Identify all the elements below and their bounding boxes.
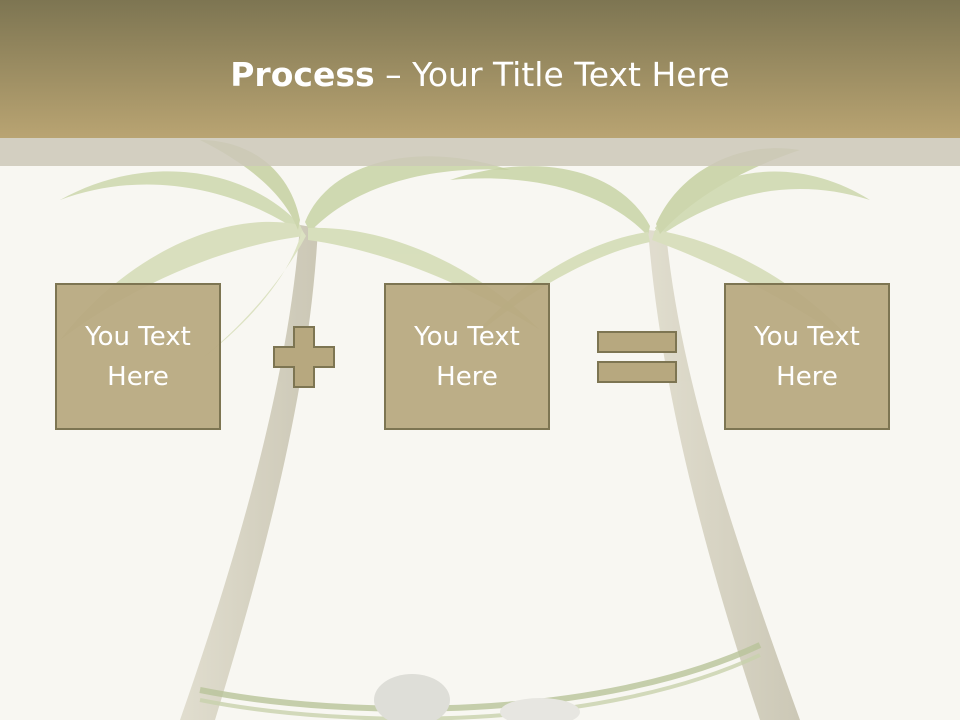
process-box-3[interactable]: You Text Here: [724, 283, 890, 430]
palm-tree-right: [450, 148, 870, 720]
process-box-2[interactable]: You Text Here: [384, 283, 550, 430]
equals-icon: [597, 331, 677, 383]
process-box-3-text: You Text Here: [754, 321, 860, 392]
palm-tree-left: [60, 140, 540, 720]
plus-icon: [273, 326, 335, 388]
process-box-2-text: You Text Here: [414, 321, 520, 392]
title-bold: Process: [230, 55, 375, 94]
process-box-1[interactable]: You Text Here: [55, 283, 221, 430]
process-box-1-text: You Text Here: [85, 321, 191, 392]
header-subbar: [0, 138, 960, 166]
title-header-bar: [0, 0, 960, 138]
hammock-illustration: [199, 642, 762, 720]
title-rest: – Your Title Text Here: [374, 55, 730, 94]
slide-title[interactable]: Process – Your Title Text Here: [0, 52, 960, 98]
